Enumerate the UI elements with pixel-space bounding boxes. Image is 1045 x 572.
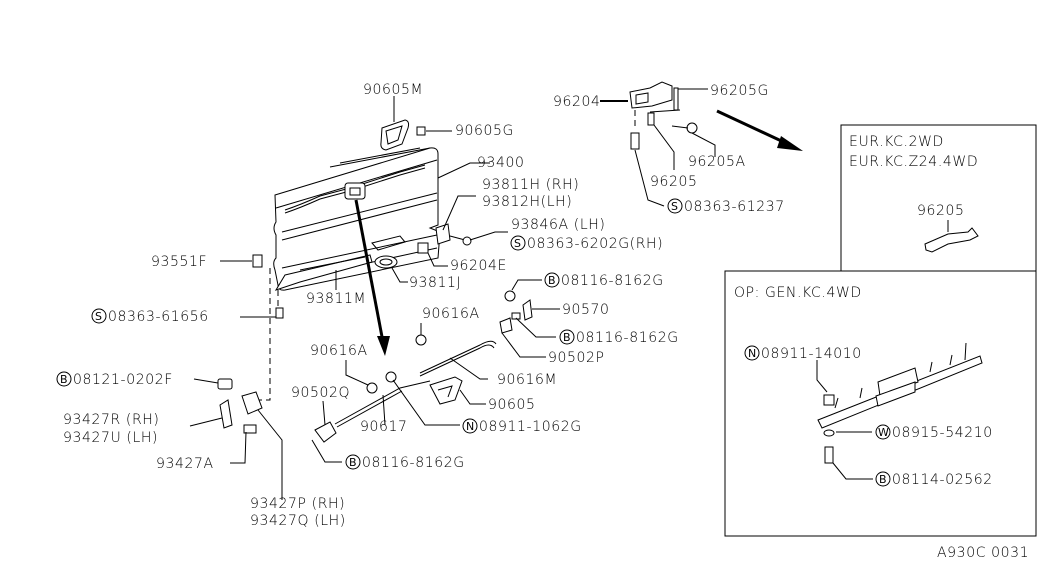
symbol-N-badge: N [744,345,760,361]
label-08363-61237: 08363-61237 [684,199,785,215]
label-93811M: 93811M [306,291,366,307]
label-90616A-a: 90616A [422,306,480,322]
direction-arrow-right [716,109,791,147]
svg-text:B: B [879,473,887,486]
label-96204E: 96204E [450,258,507,274]
inset-eur-part-label: 96205 [917,203,965,219]
lower-hinge-drawing [217,378,263,434]
label-96204: 96204 [553,94,601,110]
clip-96204E-drawing [417,242,429,254]
symbol-B-badge: B [544,272,560,288]
figure-code: A930C 0031 [937,545,1029,561]
symbol-B-badge: B [56,371,72,387]
screw-08363-61656-drawing [275,307,284,319]
label-90502P: 90502P [548,350,605,366]
svg-text:S: S [514,237,521,250]
symbol-B-badge: B [345,454,361,470]
symbol-S-badge: S [91,308,107,324]
label-08116-8162G-c: 08116-8162G [362,455,465,471]
rail-drawing [817,342,983,464]
symbol-S-badge: S [667,198,683,214]
label-96205A: 96205A [688,154,746,170]
label-90502Q: 90502Q [291,385,350,401]
inset-eur-title-1: EUR.KC.2WD [849,134,944,150]
label-93551F: 93551F [151,254,207,270]
clip-93551F-drawing [252,254,263,268]
leader-lines [189,88,716,500]
inset-eur-title-2: EUR.KC.Z24.4WD [849,154,978,170]
label-08116-8162G-a: 08116-8162G [561,273,664,289]
svg-text:B: B [563,331,571,344]
svg-text:B: B [60,373,68,386]
label-08363-61656: 08363-61656 [108,309,209,325]
handle-90605M-drawing [380,119,426,151]
label-08363-6202G: 08363-6202G(RH) [527,236,663,252]
direction-arrow [354,199,385,343]
label-08911-1062G: 08911-1062G [479,419,582,435]
label-93812H: 93812H(LH) [482,194,572,210]
label-90616M: 90616M [497,372,557,388]
symbol-B-badge: B [875,471,891,487]
label-93427Q: 93427Q (LH) [250,513,346,529]
label-90605G: 90605G [455,123,514,139]
grommet-93811J-drawing [374,255,398,269]
svg-text:W: W [878,426,889,439]
symbol-N-badge: N [462,418,478,434]
label-93811H: 93811H (RH) [482,177,579,193]
symbol-W-badge: W [875,424,891,440]
label-90616A-b: 90616A [310,343,368,359]
label-90570: 90570 [562,302,610,318]
label-96205G: 96205G [710,83,769,99]
svg-text:B: B [349,456,357,469]
svg-text:N: N [748,347,756,360]
symbol-B-badge: B [559,329,575,345]
label-93811J: 93811J [409,275,461,291]
label-08911-14010: 08911-14010 [761,346,862,362]
tailgate-panel-drawing [273,147,441,291]
label-93427U: 93427U (LH) [63,430,158,446]
label-93427P: 93427P (RH) [250,496,345,512]
label-08116-8162G-b: 08116-8162G [576,330,679,346]
label-90617: 90617 [360,419,408,435]
label-96205: 96205 [650,174,698,190]
label-08121-0202F: 08121-0202F [73,372,173,388]
label-90605M: 90605M [363,82,423,98]
svg-text:N: N [466,420,474,433]
label-93427R: 93427R (RH) [63,412,160,428]
label-93400: 93400 [477,155,525,171]
bracket-96205-drawing [924,227,979,253]
svg-text:B: B [548,274,556,287]
label-08915-54210: 08915-54210 [892,425,993,441]
bracket-93811H-drawing [435,223,451,245]
inset-eur-box: EUR.KC.2WD EUR.KC.Z24.4WD 96205 [840,124,1037,271]
svg-text:S: S [95,310,102,323]
label-93846A: 93846A (LH) [511,217,605,233]
label-08114-02562: 08114-02562 [892,472,993,488]
label-93427A: 93427A [156,456,214,472]
label-90605: 90605 [488,397,536,413]
latch-assembly-drawing [314,290,533,443]
symbol-S-badge: S [510,235,526,251]
hinge-96204-drawing [629,81,698,150]
svg-text:S: S [671,200,678,213]
inset-op-box: OP: GEN.KC.4WD N 08911-14010 W 08915-542… [724,270,1037,537]
inset-op-title: OP: GEN.KC.4WD [734,285,862,301]
